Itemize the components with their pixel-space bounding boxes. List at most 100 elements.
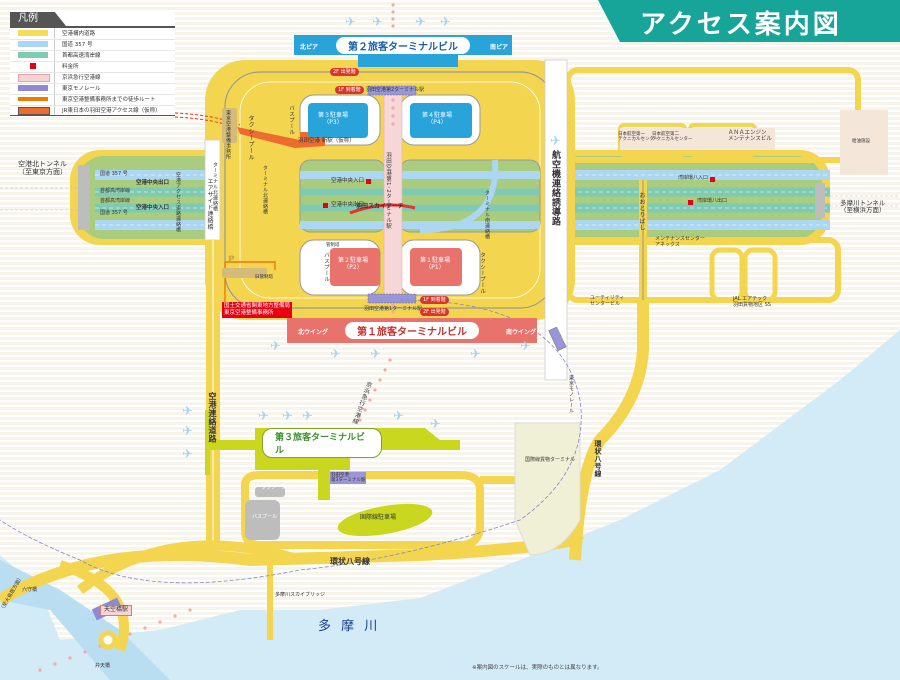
fuel-facility-label: 給油施設 xyxy=(852,139,870,144)
legend-heading: 凡例 xyxy=(10,12,66,26)
t1-name: 第１旅客ターミナルビル xyxy=(345,322,479,339)
seibijo-station xyxy=(548,326,567,351)
new-station-label: 羽田空港 新駅（仮称） xyxy=(298,138,355,144)
airplane-icon: ✈ xyxy=(182,404,193,419)
airplane-icon: ✈ xyxy=(270,339,281,354)
aircraft-taxiway xyxy=(544,59,568,381)
terminal-3[interactable]: 第３旅客ターミナルビル xyxy=(262,428,382,458)
terminal-2[interactable]: 第２旅客ターミナルビル xyxy=(294,35,512,55)
sky-arch-label: 羽田スカイアーチ xyxy=(356,203,404,210)
taxi-pool-label-2: タクシープール xyxy=(479,252,485,294)
tollgate-icon xyxy=(710,177,715,182)
route357-label-north: 国道 357 号 xyxy=(100,171,128,177)
keikyu-swatch xyxy=(18,74,50,82)
central-entrance2-label: 空港中央入口 xyxy=(331,178,365,184)
tamagawa-tunnel-portal xyxy=(815,183,825,218)
wangan-label-south: 首都高湾岸線 xyxy=(100,198,131,204)
ootoribashi-label: おおとりばし xyxy=(638,192,645,231)
legend-item-walking-route: 東京空港整備事務所までの徒歩ルート xyxy=(10,94,175,106)
jal-airtech-label: JAL エアテック 羽田貨物地区 SS xyxy=(733,296,771,308)
jr-access-line xyxy=(237,127,325,148)
legend-item-jr-access: JR東日本の羽田空港アクセス線（仮称） xyxy=(10,105,175,116)
t3-name: 第３旅客ターミナルビル xyxy=(262,428,382,458)
legend: 凡例 空港構内道路 国道 357 号 首都高速湾岸線 料金所 京浜急行空港線 東… xyxy=(10,12,175,116)
airport-access-road-label: 空港連絡道路 xyxy=(208,392,217,443)
terminal-north-bridge2-label: ターミナル北連絡橋 xyxy=(262,165,268,215)
cargo-terminal-label[interactable]: 国際線貨物ターミナル xyxy=(525,457,576,463)
t3-station-label: 羽田空港第3ターミナル駅 xyxy=(330,472,367,485)
ana-engine-label: ＡＮＡエンジン メンテナンスビル xyxy=(728,130,772,143)
intl-parking-label[interactable]: 国際線駐車場 xyxy=(360,514,397,521)
aircraft-taxiway-label: 航空機連絡誘導路 xyxy=(550,150,560,226)
p2-block xyxy=(330,248,380,286)
taxi-pool-label-1: タクシープール xyxy=(247,115,254,161)
t1-south-wing: 南ウイング xyxy=(506,329,537,336)
airplane-icon: ✈ xyxy=(393,409,404,424)
scale-note: ※案内図のスケールは、実際のものとは異なります。 xyxy=(472,665,603,671)
terminal-1[interactable]: 第１旅客ターミナルビル xyxy=(287,318,537,343)
tollgate-icon xyxy=(30,63,36,69)
wangan-label-north: 首都高湾岸線 xyxy=(100,188,131,194)
airplane-icon: ✈ xyxy=(258,409,269,424)
intl-parking xyxy=(337,503,433,537)
tollgate-icon xyxy=(688,200,693,205)
t2-south-pier: 南ピア xyxy=(490,44,509,51)
p4-block xyxy=(410,103,472,138)
route357-swatch xyxy=(18,41,48,47)
airplane-icon: ✈ xyxy=(372,15,383,30)
p4-label[interactable]: 第４駐車場（P4） xyxy=(422,112,453,126)
bentenbashi-label: 弁天橋 xyxy=(95,663,111,669)
airside-bridge-label: エアサイド連絡橋 xyxy=(206,178,213,230)
tamagawa-river-label: 多 摩 川 xyxy=(318,619,381,634)
taxi-pool-label-3: タクシープール xyxy=(261,485,296,491)
t2-name: 第２旅客ターミナルビル xyxy=(336,36,470,54)
jr-access-swatch xyxy=(18,107,50,115)
utility-center-label: ユーティリティ センタービル xyxy=(590,295,625,307)
airplane-icon: ✈ xyxy=(470,347,481,362)
legend-item-wangan: 首都高速湾岸線 xyxy=(10,50,175,62)
cargo-terminal xyxy=(514,422,581,556)
central-entrance-label: 空港中央入口 xyxy=(136,205,170,211)
legend-item-tollgate: 料金所 xyxy=(10,61,175,73)
tenkubashi-station[interactable]: 天空橋駅 xyxy=(100,605,133,616)
jal-tech1-label: 日本航空第一 テクニカルセンター xyxy=(618,132,659,143)
office-building xyxy=(222,108,237,143)
tollgate-icon xyxy=(366,179,371,184)
rokugobashi-label: 六守橋 xyxy=(22,587,38,593)
p3-label[interactable]: 第３駐車場（P3） xyxy=(318,112,349,126)
central-exit-label: 空港中央出口 xyxy=(136,180,170,186)
monorail-line xyxy=(0,299,582,584)
parking-p-icon: P xyxy=(228,255,235,265)
legend-item-route357: 国道 357 号 xyxy=(10,39,175,51)
p2-label[interactable]: 第２駐車場（P2） xyxy=(338,257,369,271)
sky-bridge-label: 多摩川スカイブリッジ xyxy=(275,592,326,598)
old-control-tower-label: 旧管制塔 xyxy=(255,275,273,280)
kanpachi-vertical-label: 環状八号線 xyxy=(594,440,602,478)
airplane-icon: ✈ xyxy=(415,15,426,30)
monorail-label: 東京モノレール xyxy=(568,375,574,414)
title-banner xyxy=(598,0,900,42)
airplane-icon: ✈ xyxy=(440,15,451,30)
river-channel xyxy=(0,560,170,680)
t2-arrival-badge: 1F 到着階 xyxy=(335,86,364,94)
terminal-south-bridge-label: ターミナル南連絡橋 xyxy=(484,190,490,240)
p1-label[interactable]: 第１駐車場（P1） xyxy=(420,257,451,271)
jal-tech2-label: 日本航空第二 テクニカルセンター xyxy=(652,132,693,143)
airplane-icon: ✈ xyxy=(550,134,561,149)
airplane-icon: ✈ xyxy=(282,409,293,424)
office-label[interactable]: 国土交通省関東地方整備局 東京空港整備事務所 xyxy=(222,302,293,318)
airplane-icon: ✈ xyxy=(182,447,193,462)
tollgate-icon xyxy=(323,203,328,208)
access-bridge-label: 空港アクセス道路連絡橋 xyxy=(175,172,181,233)
wangan-swatch xyxy=(18,52,48,58)
t2-departure-badge: 2F 出発階 xyxy=(330,68,359,76)
legend-item-keikyu: 京浜急行空港線 xyxy=(10,72,175,84)
t1-arrival-badge: 1F 到着階 xyxy=(420,296,449,304)
airplane-icon: ✈ xyxy=(520,339,531,354)
route357-label-south: 国道 357 号 xyxy=(100,210,128,216)
central-exit2-label: 空港中央出口 xyxy=(331,202,365,208)
bus-pool-label-3: バスプール xyxy=(252,514,278,520)
airport-road-swatch xyxy=(18,30,48,36)
sky-arch xyxy=(349,203,416,215)
